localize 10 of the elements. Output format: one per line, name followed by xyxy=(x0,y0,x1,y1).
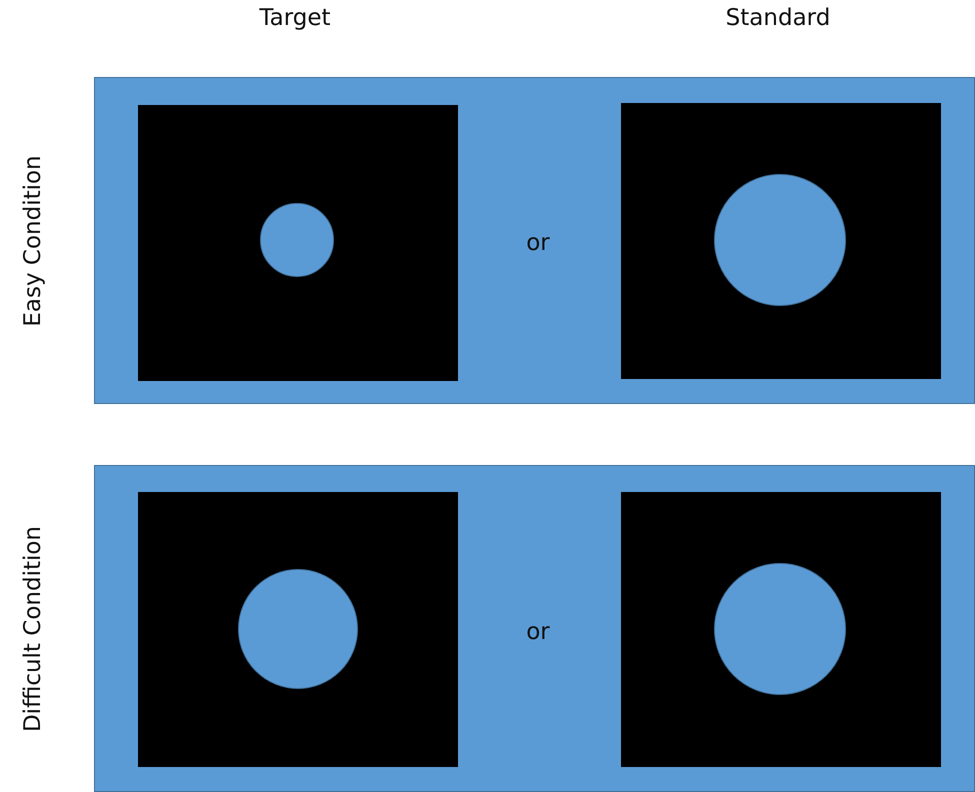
condition-label: Easy Condition xyxy=(20,155,46,327)
column-heading: Standard xyxy=(726,5,830,31)
display-screen xyxy=(621,492,941,767)
display-screen xyxy=(138,105,458,381)
display-screen xyxy=(621,103,941,379)
or-text: or xyxy=(526,619,550,645)
condition-label: Difficult Condition xyxy=(20,526,46,732)
or-text: or xyxy=(526,230,550,256)
display-screen xyxy=(138,492,458,767)
column-heading: Target xyxy=(259,5,331,31)
